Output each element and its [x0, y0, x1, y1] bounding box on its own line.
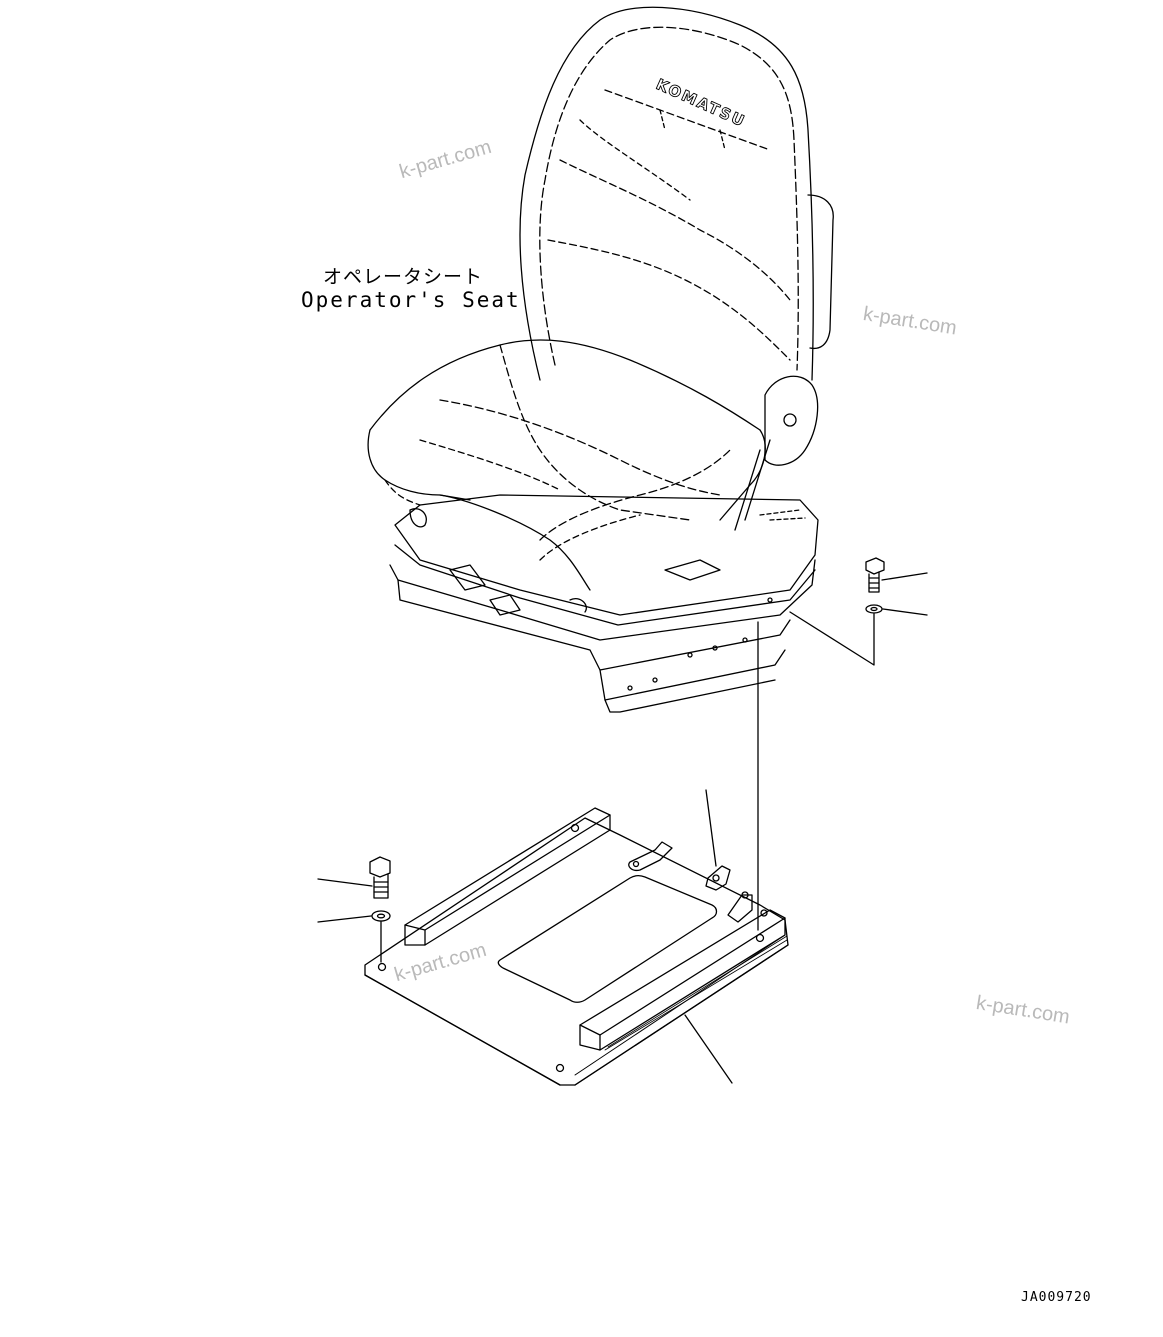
leader-line-bolt-left [317, 878, 373, 887]
seat-brand-text: KOMATSU [653, 75, 748, 131]
bolt-right [865, 557, 885, 593]
seat-backrest [519, 6, 834, 381]
seat-cushion [367, 339, 766, 591]
leader-line-bolt-to-seat [789, 611, 875, 666]
washer-right [865, 604, 883, 614]
seat-label-english: Operator's Seat [301, 288, 521, 312]
bolt-left [369, 856, 391, 899]
leader-line-bracket [705, 789, 717, 867]
leader-line-bolt-right [881, 572, 928, 581]
washer-left [371, 910, 391, 922]
leader-line-washer-right [882, 608, 928, 616]
drawing-code: JA009720 [1021, 1290, 1092, 1305]
leader-line-plate [684, 1014, 733, 1084]
leader-line-washer-left [317, 915, 372, 923]
mounting-plate [364, 807, 789, 1086]
seat-label-japanese: オペレータシート [323, 266, 484, 288]
recline-knob [734, 375, 819, 531]
seat-suspension-base [389, 494, 819, 713]
